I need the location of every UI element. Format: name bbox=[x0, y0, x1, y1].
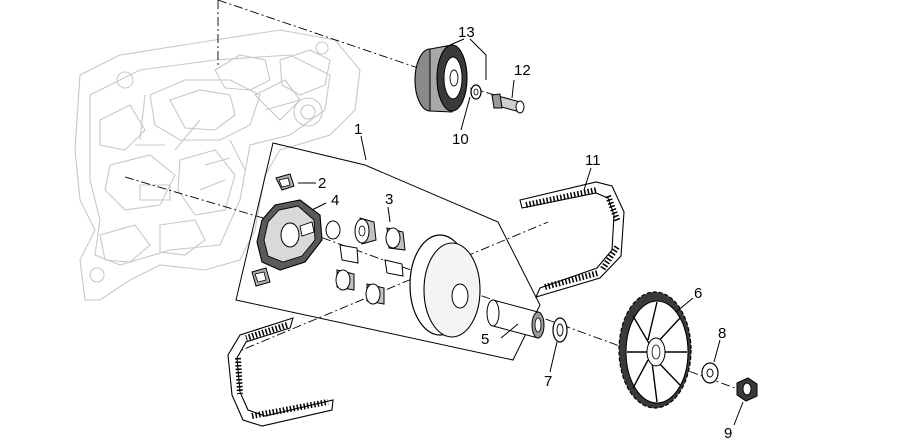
part-11-drive-belt bbox=[519, 181, 625, 298]
part-6-fan-pulley bbox=[618, 291, 692, 409]
callout-3: 3 bbox=[385, 191, 393, 208]
leader-lines bbox=[298, 38, 744, 426]
part-3-roller-weights bbox=[325, 217, 406, 305]
callout-1: 1 bbox=[354, 121, 362, 138]
part-10-washer bbox=[470, 84, 482, 100]
part-13-idler-pulley bbox=[414, 44, 468, 113]
callout-10: 10 bbox=[452, 131, 469, 148]
callout-2: 2 bbox=[318, 175, 326, 192]
callout-5: 5 bbox=[481, 331, 489, 348]
part-4-ramp-plate bbox=[256, 199, 323, 271]
part-1-movable-pulley bbox=[409, 234, 481, 338]
callout-12: 12 bbox=[514, 62, 531, 79]
part-11-belt-lower bbox=[227, 317, 334, 427]
callout-8: 8 bbox=[718, 325, 726, 342]
engine-casing-outline bbox=[74, 29, 361, 301]
part-2-slider-clip bbox=[275, 173, 295, 191]
part-9-nut bbox=[736, 377, 758, 402]
part-5-bushing bbox=[486, 299, 545, 339]
assembly-1-boundary bbox=[235, 142, 541, 361]
part-8-washer bbox=[701, 362, 719, 384]
callout-11: 11 bbox=[585, 152, 601, 169]
callout-9: 9 bbox=[724, 425, 732, 440]
callout-7: 7 bbox=[544, 373, 552, 390]
callout-labels: 13 12 10 1 2 3 4 11 5 7 6 8 9 bbox=[318, 24, 732, 440]
part-7-washer bbox=[552, 317, 568, 343]
callout-4: 4 bbox=[331, 192, 339, 209]
callout-6: 6 bbox=[694, 285, 702, 302]
callout-13: 13 bbox=[458, 24, 475, 41]
part-2-slider-clip-lower bbox=[251, 267, 271, 287]
part-12-bolt bbox=[491, 93, 525, 114]
